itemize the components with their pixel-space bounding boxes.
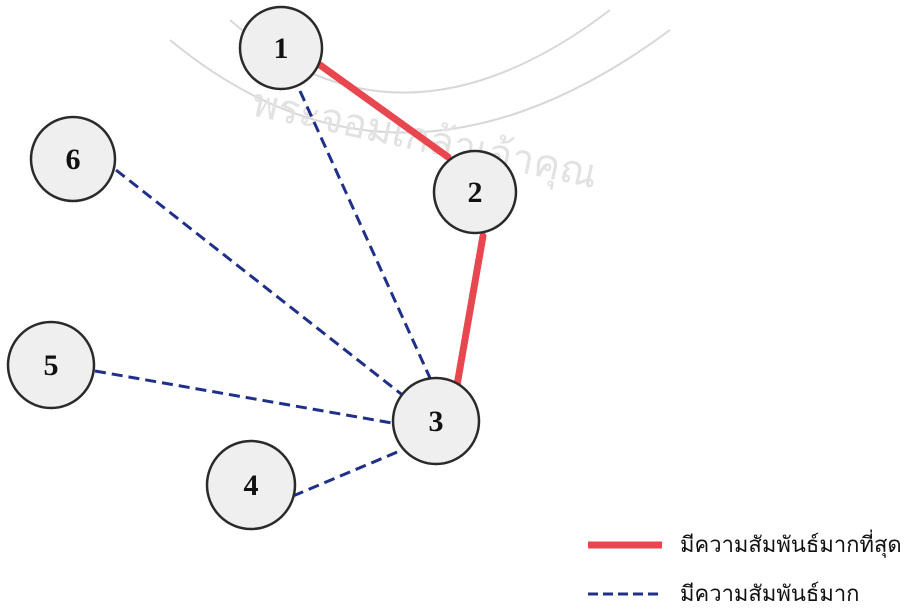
- node-circle: [391, 376, 481, 466]
- legend: มีความสัมพันธ์มากที่สุด มีความสัมพันธ์มา…: [588, 529, 902, 606]
- node-label: 5: [44, 349, 59, 382]
- edge-5-3: [94, 369, 393, 425]
- node-circle: [432, 149, 518, 235]
- edge-6-3: [115, 168, 406, 399]
- node-label: 4: [244, 469, 259, 502]
- node-3: 3: [391, 376, 481, 466]
- edge-2-3: [452, 232, 487, 395]
- node-label: 1: [274, 32, 289, 65]
- node-4: 4: [205, 439, 297, 531]
- node-1: 1: [238, 5, 324, 91]
- node-label: 2: [468, 176, 483, 209]
- edges-layer: [94, 61, 487, 498]
- node-circle: [238, 5, 324, 91]
- node-6: 6: [29, 115, 117, 203]
- node-circle: [29, 115, 117, 203]
- node-circle: [205, 439, 297, 531]
- node-label: 3: [429, 405, 444, 438]
- edge-4-3: [292, 448, 403, 498]
- legend-strong-label: มีความสัมพันธ์มาก: [680, 581, 860, 606]
- node-label: 6: [66, 143, 81, 176]
- node-2: 2: [432, 149, 518, 235]
- nodes-layer: 1 2 3 4 5 6: [6, 5, 518, 531]
- edge-1-2: [316, 61, 452, 161]
- edge-1-3: [298, 90, 432, 379]
- legend-strongest-label: มีความสัมพันธ์มากที่สุด: [680, 529, 902, 558]
- node-5: 5: [6, 320, 96, 410]
- node-circle: [6, 320, 96, 410]
